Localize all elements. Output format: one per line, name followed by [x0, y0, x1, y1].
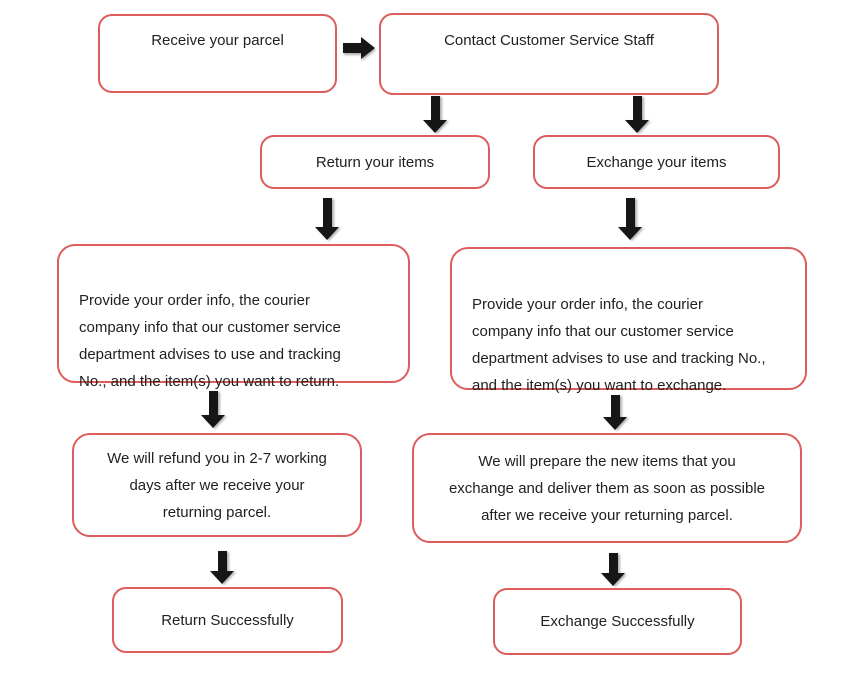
node-return-info: Provide your order info, the courier com…	[57, 244, 410, 390]
node-return-successfully-label: Return Successfully	[161, 611, 294, 629]
arrow-head	[423, 120, 447, 133]
node-receive-parcel-label: Receive your parcel	[151, 32, 284, 49]
arrow-stem	[632, 96, 642, 120]
arrow-stem	[608, 553, 618, 573]
arrow-stem	[322, 198, 332, 227]
node-refund-label: We will refund you in 2-7 working days a…	[107, 449, 327, 521]
arrow-info-to-prepare	[603, 395, 627, 430]
node-exchange-info: Provide your order info, the courier com…	[450, 247, 807, 394]
arrow-head	[315, 227, 339, 240]
arrow-head	[603, 417, 627, 430]
arrow-head	[210, 571, 234, 584]
arrow-stem	[430, 96, 440, 120]
arrow-head	[618, 227, 642, 240]
arrow-refund-to-success	[210, 551, 234, 584]
arrow-receive-to-contact	[343, 36, 375, 60]
arrow-stem	[217, 551, 227, 571]
node-contact-customer-service: Contact Customer Service Staff	[379, 13, 719, 95]
node-return-successfully: Return Successfully	[112, 587, 343, 653]
node-exchange-successfully: Exchange Successfully	[493, 588, 742, 655]
arrow-contact-to-exchange	[625, 96, 649, 133]
node-contact-customer-service-label: Contact Customer Service Staff	[444, 32, 654, 49]
arrow-head	[201, 415, 225, 428]
arrow-head	[361, 37, 375, 59]
arrow-head	[601, 573, 625, 586]
node-prepare-label: We will prepare the new items that you e…	[448, 452, 766, 524]
arrow-prepare-to-success	[601, 553, 625, 586]
arrow-return-to-info	[315, 198, 339, 240]
node-exchange-info-label: Provide your order info, the courier com…	[472, 296, 766, 394]
node-prepare: We will prepare the new items that you e…	[412, 433, 802, 543]
arrow-stem	[610, 395, 620, 417]
arrow-stem	[625, 198, 635, 227]
arrow-stem	[208, 391, 218, 415]
node-exchange-your-items-label: Exchange your items	[586, 153, 727, 171]
node-refund: We will refund you in 2-7 working days a…	[72, 433, 362, 537]
arrow-stem	[343, 43, 361, 53]
node-return-your-items: Return your items	[260, 135, 490, 189]
node-return-your-items-label: Return your items	[315, 153, 435, 171]
node-receive-parcel: Receive your parcel	[98, 14, 337, 93]
arrow-contact-to-return	[423, 96, 447, 133]
arrow-head	[625, 120, 649, 133]
node-exchange-your-items: Exchange your items	[533, 135, 780, 189]
arrow-info-to-refund	[201, 391, 225, 428]
node-return-info-label: Provide your order info, the courier com…	[79, 292, 341, 390]
arrow-exchange-to-info	[618, 198, 642, 240]
node-exchange-successfully-label: Exchange Successfully	[540, 613, 695, 630]
